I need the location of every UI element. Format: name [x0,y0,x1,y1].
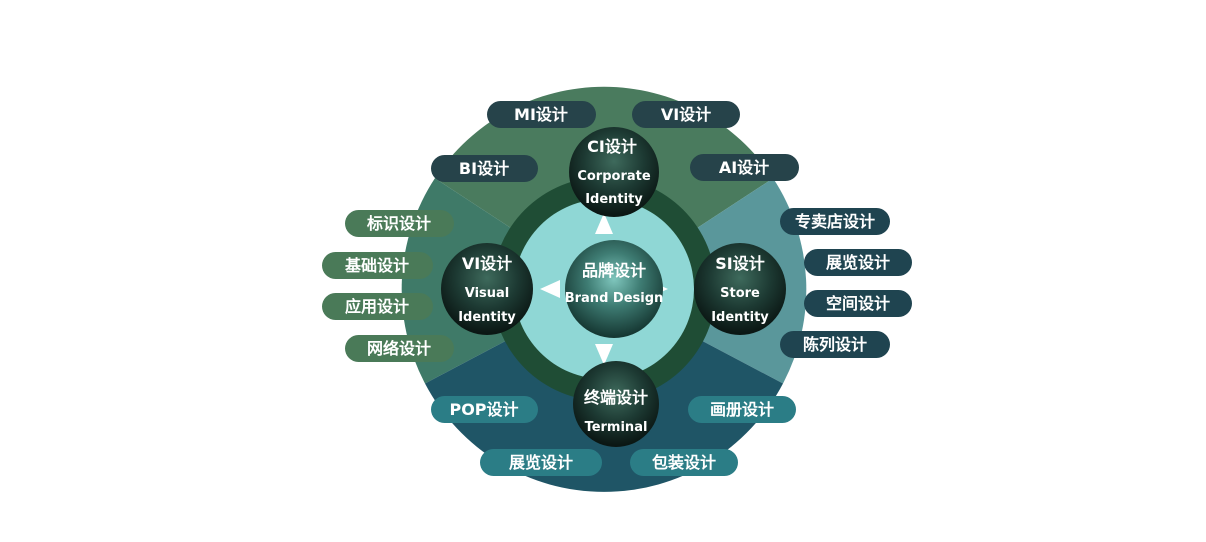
vi-node: VI设计 Visual Identity [441,243,533,335]
center-subtitle: Brand Design [565,291,664,306]
ci-sphere [569,127,659,217]
svg-text:基础设计: 基础设计 [344,256,409,275]
si-node: SI设计 Store Identity [694,243,786,335]
center-node: 品牌设计 Brand Design [565,240,664,338]
pill-basic: 基础设计 [322,252,433,279]
pill-album: 画册设计 [688,396,796,423]
pill-pop: POP设计 [431,396,538,423]
pill-space: 空间设计 [804,290,912,317]
pill-mi: MI设计 [487,101,596,128]
vi-line1: Visual [465,286,510,301]
terminal-sphere [573,361,659,447]
pill-flagship: 专卖店设计 [780,208,890,235]
ci-title: CI设计 [587,137,637,156]
svg-text:VI设计: VI设计 [661,105,711,124]
svg-text:应用设计: 应用设计 [345,297,409,316]
vi-title: VI设计 [462,254,512,273]
ci-line1: Corporate [577,169,651,184]
svg-text:MI设计: MI设计 [514,105,568,124]
pill-display: 陈列设计 [780,331,890,358]
pill-logo: 标识设计 [345,210,454,237]
arrow-left [540,280,560,298]
center-sphere [565,240,663,338]
vi-sphere [441,243,533,335]
center-title: 品牌设计 [582,261,646,280]
pill-web: 网络设计 [345,335,454,362]
svg-text:陈列设计: 陈列设计 [803,335,867,354]
vi-line2: Identity [458,310,516,325]
svg-text:画册设计: 画册设计 [710,400,774,419]
terminal-title: 终端设计 [584,388,648,407]
svg-text:包装设计: 包装设计 [652,453,716,472]
svg-text:展览设计: 展览设计 [509,453,573,472]
svg-text:专卖店设计: 专卖店设计 [795,212,875,231]
svg-text:空间设计: 空间设计 [826,294,890,313]
si-sphere [694,243,786,335]
pill-packaging: 包装设计 [630,449,738,476]
svg-text:展览设计: 展览设计 [826,253,890,272]
ci-line2: Identity [585,192,643,207]
svg-text:标识设计: 标识设计 [366,214,431,233]
si-line1: Store [720,286,760,301]
arrow-up [595,213,613,234]
si-title: SI设计 [715,254,764,273]
si-line2: Identity [711,310,769,325]
ci-node: CI设计 Corporate Identity [569,127,659,217]
svg-text:POP设计: POP设计 [449,400,518,419]
terminal-line1: Terminal [585,420,648,435]
pill-ai: AI设计 [690,154,799,181]
svg-text:网络设计: 网络设计 [367,339,431,358]
svg-text:AI设计: AI设计 [719,158,769,177]
pill-exhibition-bottom: 展览设计 [480,449,602,476]
pill-application: 应用设计 [322,293,433,320]
pill-exhibition-right: 展览设计 [804,249,912,276]
svg-text:BI设计: BI设计 [459,159,509,178]
pill-bi: BI设计 [431,155,538,182]
terminal-node: 终端设计 Terminal [573,361,659,447]
pill-vi-top: VI设计 [632,101,740,128]
arrow-down [595,344,613,365]
